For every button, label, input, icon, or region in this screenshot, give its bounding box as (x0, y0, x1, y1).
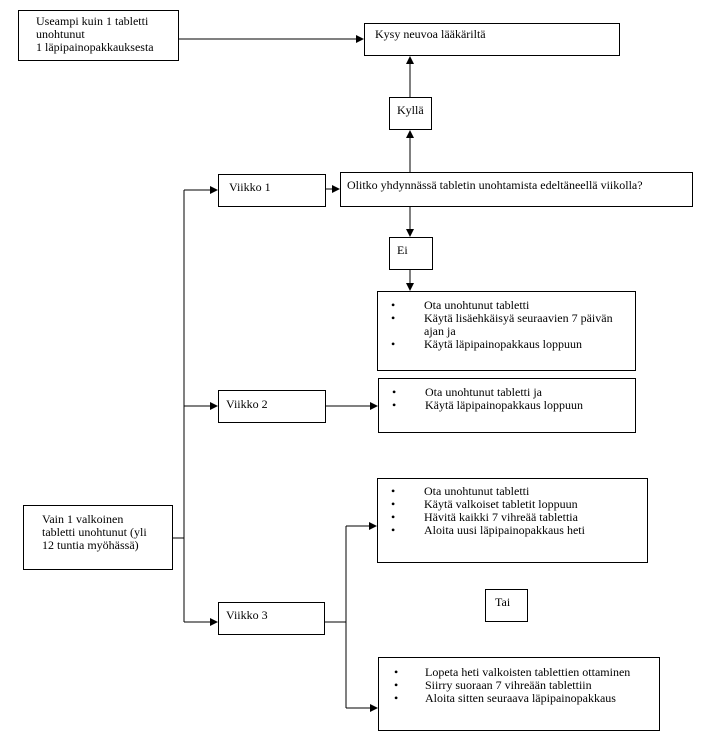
only-one-missed-line-1: Vain 1 valkoinen (42, 512, 124, 526)
week3-label: Viikko 3 (226, 608, 268, 622)
list-item: Ota unohtunut tabletti (378, 299, 635, 313)
yes-label: Kyllä (397, 103, 424, 117)
week3-option2-list: Lopeta heti valkoisten tablettien ottami… (379, 666, 659, 706)
or-label: Tai (495, 595, 511, 609)
only-one-missed-line-3: 12 tuntia myöhässä) (42, 538, 139, 552)
week2-actions-list: Ota unohtunut tabletti ja Käytä läpipain… (379, 386, 635, 413)
no-box: Ei (389, 237, 433, 270)
week2-actions-box: Ota unohtunut tabletti ja Käytä läpipain… (378, 378, 636, 433)
week3-box: Viikko 3 (218, 602, 325, 635)
week1-label: Viikko 1 (229, 180, 271, 194)
week3-option1-list: Ota unohtunut tabletti Käytä valkoiset t… (378, 485, 647, 538)
week3-option1-box: Ota unohtunut tabletti Käytä valkoiset t… (377, 478, 648, 563)
list-item: Käytä läpipainopakkaus loppuun (378, 338, 635, 352)
week2-box: Viikko 2 (218, 390, 326, 423)
no-label: Ei (397, 243, 408, 257)
list-item: Lopeta heti valkoisten tablettien ottami… (379, 666, 659, 680)
week1-actions-list: Ota unohtunut tabletti Käytä lisäehkäisy… (378, 299, 635, 352)
only-one-missed-box: Vain 1 valkoinen tabletti unohtunut (yli… (23, 505, 173, 570)
only-one-missed-line-2: tabletti unohtunut (yli (42, 525, 147, 539)
list-item: Aloita uusi läpipainopakkaus heti (378, 524, 647, 538)
ask-doctor-label: Kysy neuvoa lääkäriltä (375, 27, 486, 41)
multiple-missed-line-1: Useampi kuin 1 tabletti (36, 14, 149, 28)
or-box: Tai (485, 589, 528, 622)
list-item: Ota unohtunut tabletti (378, 485, 647, 499)
list-item: Ota unohtunut tabletti ja (379, 386, 635, 400)
week3-option2-box: Lopeta heti valkoisten tablettien ottami… (378, 657, 660, 731)
ask-doctor-box: Kysy neuvoa lääkäriltä (364, 23, 620, 56)
list-item: Siirry suoraan 7 vihreään tablettiin (379, 679, 659, 693)
multiple-missed-line-2: unohtunut (36, 27, 85, 41)
list-item: Käytä valkoiset tabletit loppuun (378, 498, 647, 512)
multiple-missed-box: Useampi kuin 1 tabletti unohtunut 1 läpi… (18, 10, 179, 61)
list-item: Aloita sitten seuraava läpipainopakkaus (379, 692, 659, 706)
question-box: Olitko yhdynnässä tabletin unohtamista e… (340, 172, 693, 207)
question-label: Olitko yhdynnässä tabletin unohtamista e… (347, 178, 643, 192)
multiple-missed-line-3: 1 läpipainopakkauksesta (36, 40, 154, 54)
week1-actions-box: Ota unohtunut tabletti Käytä lisäehkäisy… (377, 291, 636, 371)
list-item: Hävitä kaikki 7 vihreää tablettia (378, 511, 647, 525)
list-item: Käytä läpipainopakkaus loppuun (379, 399, 635, 413)
week1-box: Viikko 1 (218, 174, 326, 207)
week2-label: Viikko 2 (226, 397, 268, 411)
list-item: Käytä lisäehkäisyä seuraavien 7 päivän a… (378, 312, 635, 338)
yes-box: Kyllä (389, 97, 432, 130)
